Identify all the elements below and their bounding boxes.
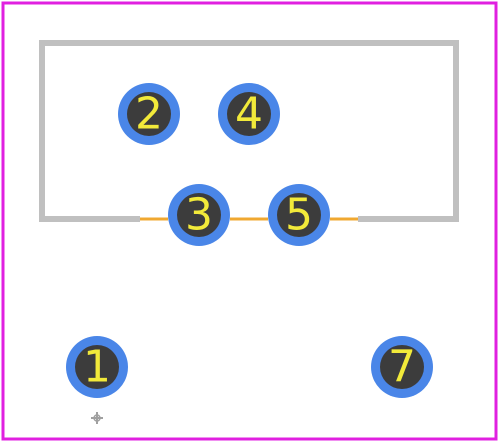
- pad-3[interactable]: 3: [168, 184, 230, 246]
- pad-7[interactable]: 7: [371, 336, 433, 398]
- pad-2[interactable]: 2: [118, 83, 180, 145]
- pad-1[interactable]: 1: [66, 336, 128, 398]
- pad-hole: [227, 92, 271, 136]
- pad-label: 3: [185, 190, 213, 241]
- pad-label: 4: [235, 89, 263, 140]
- pad-label: 2: [135, 89, 163, 140]
- pad-4[interactable]: 4: [218, 83, 280, 145]
- pad-label: 7: [388, 342, 416, 393]
- pad-label: 5: [285, 190, 313, 241]
- pad-hole: [380, 345, 424, 389]
- pad-hole: [75, 345, 119, 389]
- pad-label: 1: [83, 342, 111, 393]
- silkscreen-outline: [39, 40, 459, 222]
- pad-5[interactable]: 5: [268, 184, 330, 246]
- pad-hole: [177, 193, 221, 237]
- crosshair-icon: [91, 412, 103, 424]
- pad-hole: [127, 92, 171, 136]
- pad-hole: [277, 193, 321, 237]
